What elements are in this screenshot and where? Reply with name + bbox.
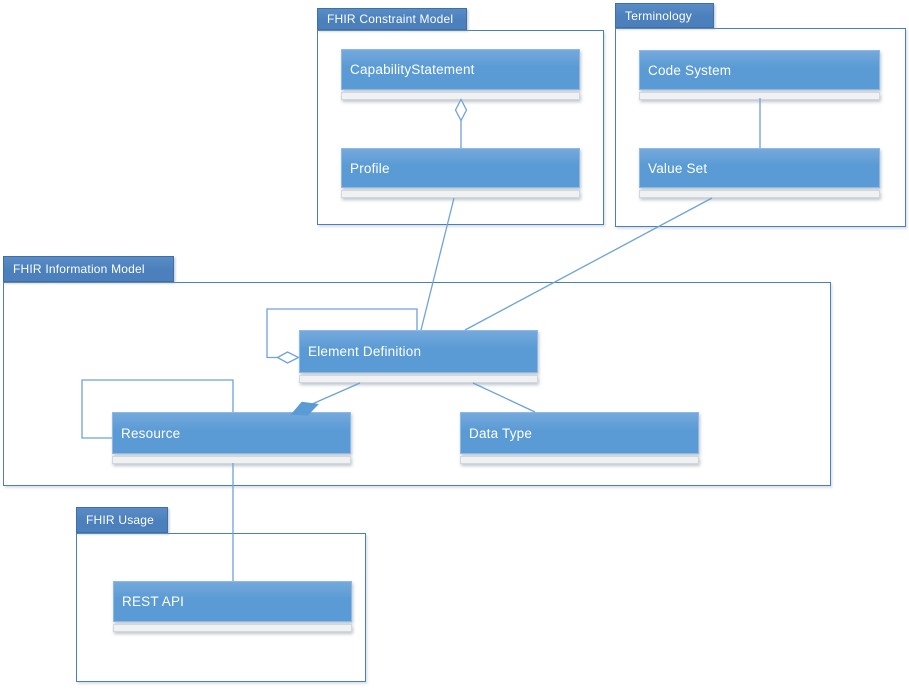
package-tab-fhir-information-model: FHIR Information Model [3, 256, 174, 282]
class-label: Code System [648, 62, 732, 78]
class-box-resource: Resource [112, 412, 351, 464]
class-box-profile: Profile [341, 148, 580, 198]
class-label: CapabilityStatement [350, 62, 475, 77]
class-compartment [341, 92, 580, 100]
class-label: Data Type [469, 425, 533, 441]
package-tab-fhir-constraint-model: FHIR Constraint Model [317, 8, 467, 30]
class-compartment [341, 190, 580, 198]
class-label: REST API [122, 594, 185, 609]
class-box-value-set: Value Set [639, 148, 880, 198]
class-box-element-definition: Element Definition [299, 330, 538, 383]
class-compartment [639, 92, 880, 100]
class-compartment [113, 624, 352, 632]
class-compartment [112, 456, 351, 464]
class-box-rest-api: REST API [113, 581, 352, 632]
class-compartment [639, 190, 880, 198]
class-compartment [299, 375, 538, 383]
class-label: Value Set [648, 160, 708, 176]
package-label: Terminology [625, 8, 692, 23]
package-tab-fhir-usage: FHIR Usage [76, 507, 168, 533]
package-tab-terminology: Terminology [615, 3, 714, 28]
class-box-data-type: Data Type [460, 412, 699, 464]
class-box-code-system: Code System [639, 50, 880, 100]
class-label: Profile [350, 160, 390, 176]
class-label: Element Definition [308, 344, 422, 359]
class-compartment [460, 456, 699, 464]
class-box-capability-statement: CapabilityStatement [341, 49, 580, 100]
class-label: Resource [121, 425, 181, 441]
package-label: FHIR Information Model [13, 262, 145, 276]
package-label: FHIR Constraint Model [327, 12, 454, 26]
package-label: FHIR Usage [86, 513, 155, 527]
